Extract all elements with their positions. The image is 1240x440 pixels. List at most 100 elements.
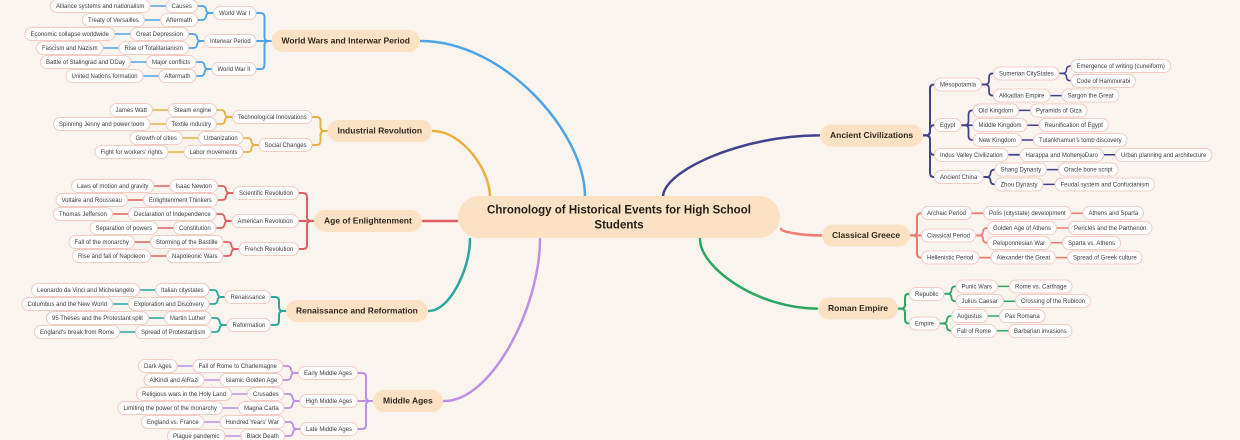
mindmap-subnode[interactable]: Tutankhamun's tomb discovery	[1033, 133, 1128, 147]
mindmap-subnode[interactable]: Early Middle Ages	[298, 366, 359, 380]
mindmap-subnode[interactable]: Augustus	[951, 309, 989, 323]
mindmap-subnode[interactable]: Major conflicts	[146, 55, 197, 69]
mindmap-subnode[interactable]: Laws of motion and gravity	[71, 179, 155, 193]
mindmap-subnode[interactable]: Scientific Revolution	[233, 186, 300, 200]
mindmap-subnode[interactable]: Magna Carta	[238, 401, 285, 415]
mindmap-subnode[interactable]: American Revolution	[231, 214, 299, 228]
mindmap-branch-topic[interactable]: World Wars and Interwar Period	[271, 30, 420, 52]
mindmap-subnode[interactable]: Republic	[909, 286, 945, 301]
mindmap-subnode[interactable]: Leonardo da Vinci and Michelangelo	[31, 283, 140, 297]
mindmap-subnode[interactable]: Akkadian Empire	[993, 88, 1051, 103]
mindmap-subnode[interactable]: Empire	[909, 316, 941, 331]
mindmap-subnode[interactable]: Alliance systems and nationalism	[50, 0, 151, 13]
mindmap-subnode[interactable]: England's break from Rome	[34, 325, 121, 339]
mindmap-subnode[interactable]: Sparta vs. Athens	[1062, 235, 1122, 250]
mindmap-subnode[interactable]: Late Middle Ages	[300, 422, 359, 436]
mindmap-subnode[interactable]: Sumerian CityStates	[993, 66, 1060, 81]
mindmap-subnode[interactable]: James Watt	[109, 103, 153, 117]
mindmap-subnode[interactable]: Treaty of Versailles	[82, 13, 145, 27]
mindmap-subnode[interactable]: High Middle Ages	[299, 394, 359, 408]
mindmap-subnode[interactable]: Emergence of writing (cuneiform)	[1070, 59, 1171, 73]
mindmap-subnode[interactable]: Interwar Period	[204, 34, 257, 48]
mindmap-subnode[interactable]: Renaissance	[224, 290, 272, 304]
mindmap-subnode[interactable]: AlKindi and AlRazi	[143, 373, 205, 387]
mindmap-subnode[interactable]: World War I	[213, 6, 257, 20]
mindmap-branch-topic[interactable]: Roman Empire	[818, 297, 898, 320]
mindmap-subnode[interactable]: Reunification of Egypt	[1038, 118, 1109, 133]
mindmap-subnode[interactable]: Great Depression	[130, 27, 190, 41]
mindmap-subnode[interactable]: Columbus and the New World	[21, 297, 114, 311]
mindmap-subnode[interactable]: Hundred Years' War	[219, 415, 285, 429]
mindmap-center-topic[interactable]: Chronology of Historical Events for High…	[458, 196, 780, 238]
mindmap-subnode[interactable]: Thomas Jefferson	[53, 207, 113, 221]
mindmap-subnode[interactable]: Rise and fall of Napoleon	[72, 249, 152, 263]
mindmap-subnode[interactable]: New Kingdom	[972, 133, 1022, 147]
mindmap-subnode[interactable]: Archaic Period	[921, 206, 973, 221]
mindmap-subnode[interactable]: Isaac Newton	[169, 179, 218, 193]
mindmap-subnode[interactable]: Causes	[165, 0, 198, 13]
mindmap-subnode[interactable]: Separation of powers	[89, 221, 159, 235]
mindmap-subnode[interactable]: Old Kingdom	[972, 103, 1020, 118]
mindmap-subnode[interactable]: Dark Ages	[138, 359, 178, 373]
mindmap-subnode[interactable]: Growth of cities	[129, 131, 183, 145]
mindmap-subnode[interactable]: Rise of Totalitarianism	[118, 41, 190, 55]
mindmap-subnode[interactable]: Aftermath	[158, 69, 197, 83]
mindmap-subnode[interactable]: Julius Caesar	[955, 294, 1004, 309]
mindmap-subnode[interactable]: Spread of Greek culture	[1067, 250, 1143, 265]
mindmap-subnode[interactable]: French Revolution	[238, 242, 300, 256]
mindmap-subnode[interactable]: Italian citystates	[155, 283, 210, 297]
mindmap-subnode[interactable]: Egypt	[934, 118, 962, 133]
mindmap-subnode[interactable]: Middle Kingdom	[972, 118, 1028, 133]
mindmap-subnode[interactable]: Black Death	[240, 429, 285, 440]
mindmap-subnode[interactable]: Urbanization	[198, 131, 244, 145]
mindmap-subnode[interactable]: England vs. France	[141, 415, 205, 429]
mindmap-subnode[interactable]: Declaration of Independence	[128, 207, 217, 221]
mindmap-subnode[interactable]: Exploration and Discovery	[128, 297, 210, 311]
mindmap-subnode[interactable]: Fall of Rome	[951, 323, 998, 338]
mindmap-subnode[interactable]: Limiting the power of the monarchy	[117, 401, 223, 415]
mindmap-branch-topic[interactable]: Middle Ages	[373, 390, 443, 412]
mindmap-subnode[interactable]: Voltaire and Rousseau	[55, 193, 128, 207]
mindmap-subnode[interactable]: Peloponnesian War	[987, 235, 1052, 250]
mindmap-subnode[interactable]: Mesopotamia	[934, 77, 983, 92]
mindmap-subnode[interactable]: United Nations formation	[65, 69, 144, 83]
mindmap-subnode[interactable]: Religious wars in the Holy Land	[136, 387, 233, 401]
mindmap-subnode[interactable]: Steam engine	[168, 103, 218, 117]
mindmap-subnode[interactable]: Golden Age of Athens	[987, 221, 1058, 235]
mindmap-subnode[interactable]: Pyramids of Giza	[1030, 103, 1088, 118]
mindmap-subnode[interactable]: Crossing of the Rubicon	[1015, 294, 1092, 309]
mindmap-subnode[interactable]: Athens and Sparta	[1082, 206, 1145, 221]
mindmap-branch-topic[interactable]: Renaissance and Reformation	[286, 300, 428, 322]
mindmap-subnode[interactable]: Rome vs. Carthage	[1009, 279, 1073, 294]
mindmap-subnode[interactable]: Fall of Rome to Charlemagne	[192, 359, 283, 373]
mindmap-branch-topic[interactable]: Age of Enlightenment	[314, 210, 422, 232]
mindmap-subnode[interactable]: Fight for workers' rights	[94, 145, 169, 159]
mindmap-subnode[interactable]: Economic collapse worldwide	[24, 27, 115, 41]
mindmap-subnode[interactable]: Feudal system and Confucianism	[1054, 177, 1156, 192]
mindmap-subnode[interactable]: Constitution	[173, 221, 217, 235]
mindmap-subnode[interactable]: Harappa and MohenjoDaro	[1019, 147, 1104, 162]
mindmap-subnode[interactable]: Reformation	[226, 318, 272, 332]
mindmap-subnode[interactable]: Sargon the Great	[1061, 88, 1120, 103]
mindmap-subnode[interactable]: Indus Valley Civilization	[934, 147, 1009, 162]
mindmap-subnode[interactable]: Fall of the monarchy	[68, 235, 135, 249]
mindmap-subnode[interactable]: Napoleonic Wars	[166, 249, 224, 263]
mindmap-subnode[interactable]: Alexander the Great	[990, 250, 1057, 265]
mindmap-branch-topic[interactable]: Ancient Civilizations	[820, 124, 924, 147]
mindmap-subnode[interactable]: Oracle bone script	[1058, 162, 1119, 177]
mindmap-subnode[interactable]: Enlightenment Thinkers	[143, 193, 218, 207]
mindmap-subnode[interactable]: Fascism and Nazism	[36, 41, 104, 55]
mindmap-subnode[interactable]: Plague pandemic	[167, 429, 226, 440]
mindmap-subnode[interactable]: Spread of Protestantism	[135, 325, 212, 339]
mindmap-subnode[interactable]: Spinning Jenny and power loom	[53, 117, 151, 131]
mindmap-subnode[interactable]: World War II	[211, 62, 257, 76]
mindmap-subnode[interactable]: Battle of Stalingrad and DDay	[40, 55, 132, 69]
mindmap-subnode[interactable]: Crusades	[247, 387, 285, 401]
mindmap-branch-topic[interactable]: Industrial Revolution	[327, 120, 433, 142]
mindmap-subnode[interactable]: Shang Dynasty	[994, 162, 1048, 177]
mindmap-subnode[interactable]: Storming of the Bastille	[150, 235, 224, 249]
mindmap-subnode[interactable]: Classical Period	[921, 228, 977, 243]
mindmap-subnode[interactable]: Urban planning and architecture	[1115, 147, 1213, 162]
mindmap-subnode[interactable]: Code of Hammurabi	[1070, 73, 1137, 88]
mindmap-subnode[interactable]: Hellenistic Period	[921, 250, 980, 265]
